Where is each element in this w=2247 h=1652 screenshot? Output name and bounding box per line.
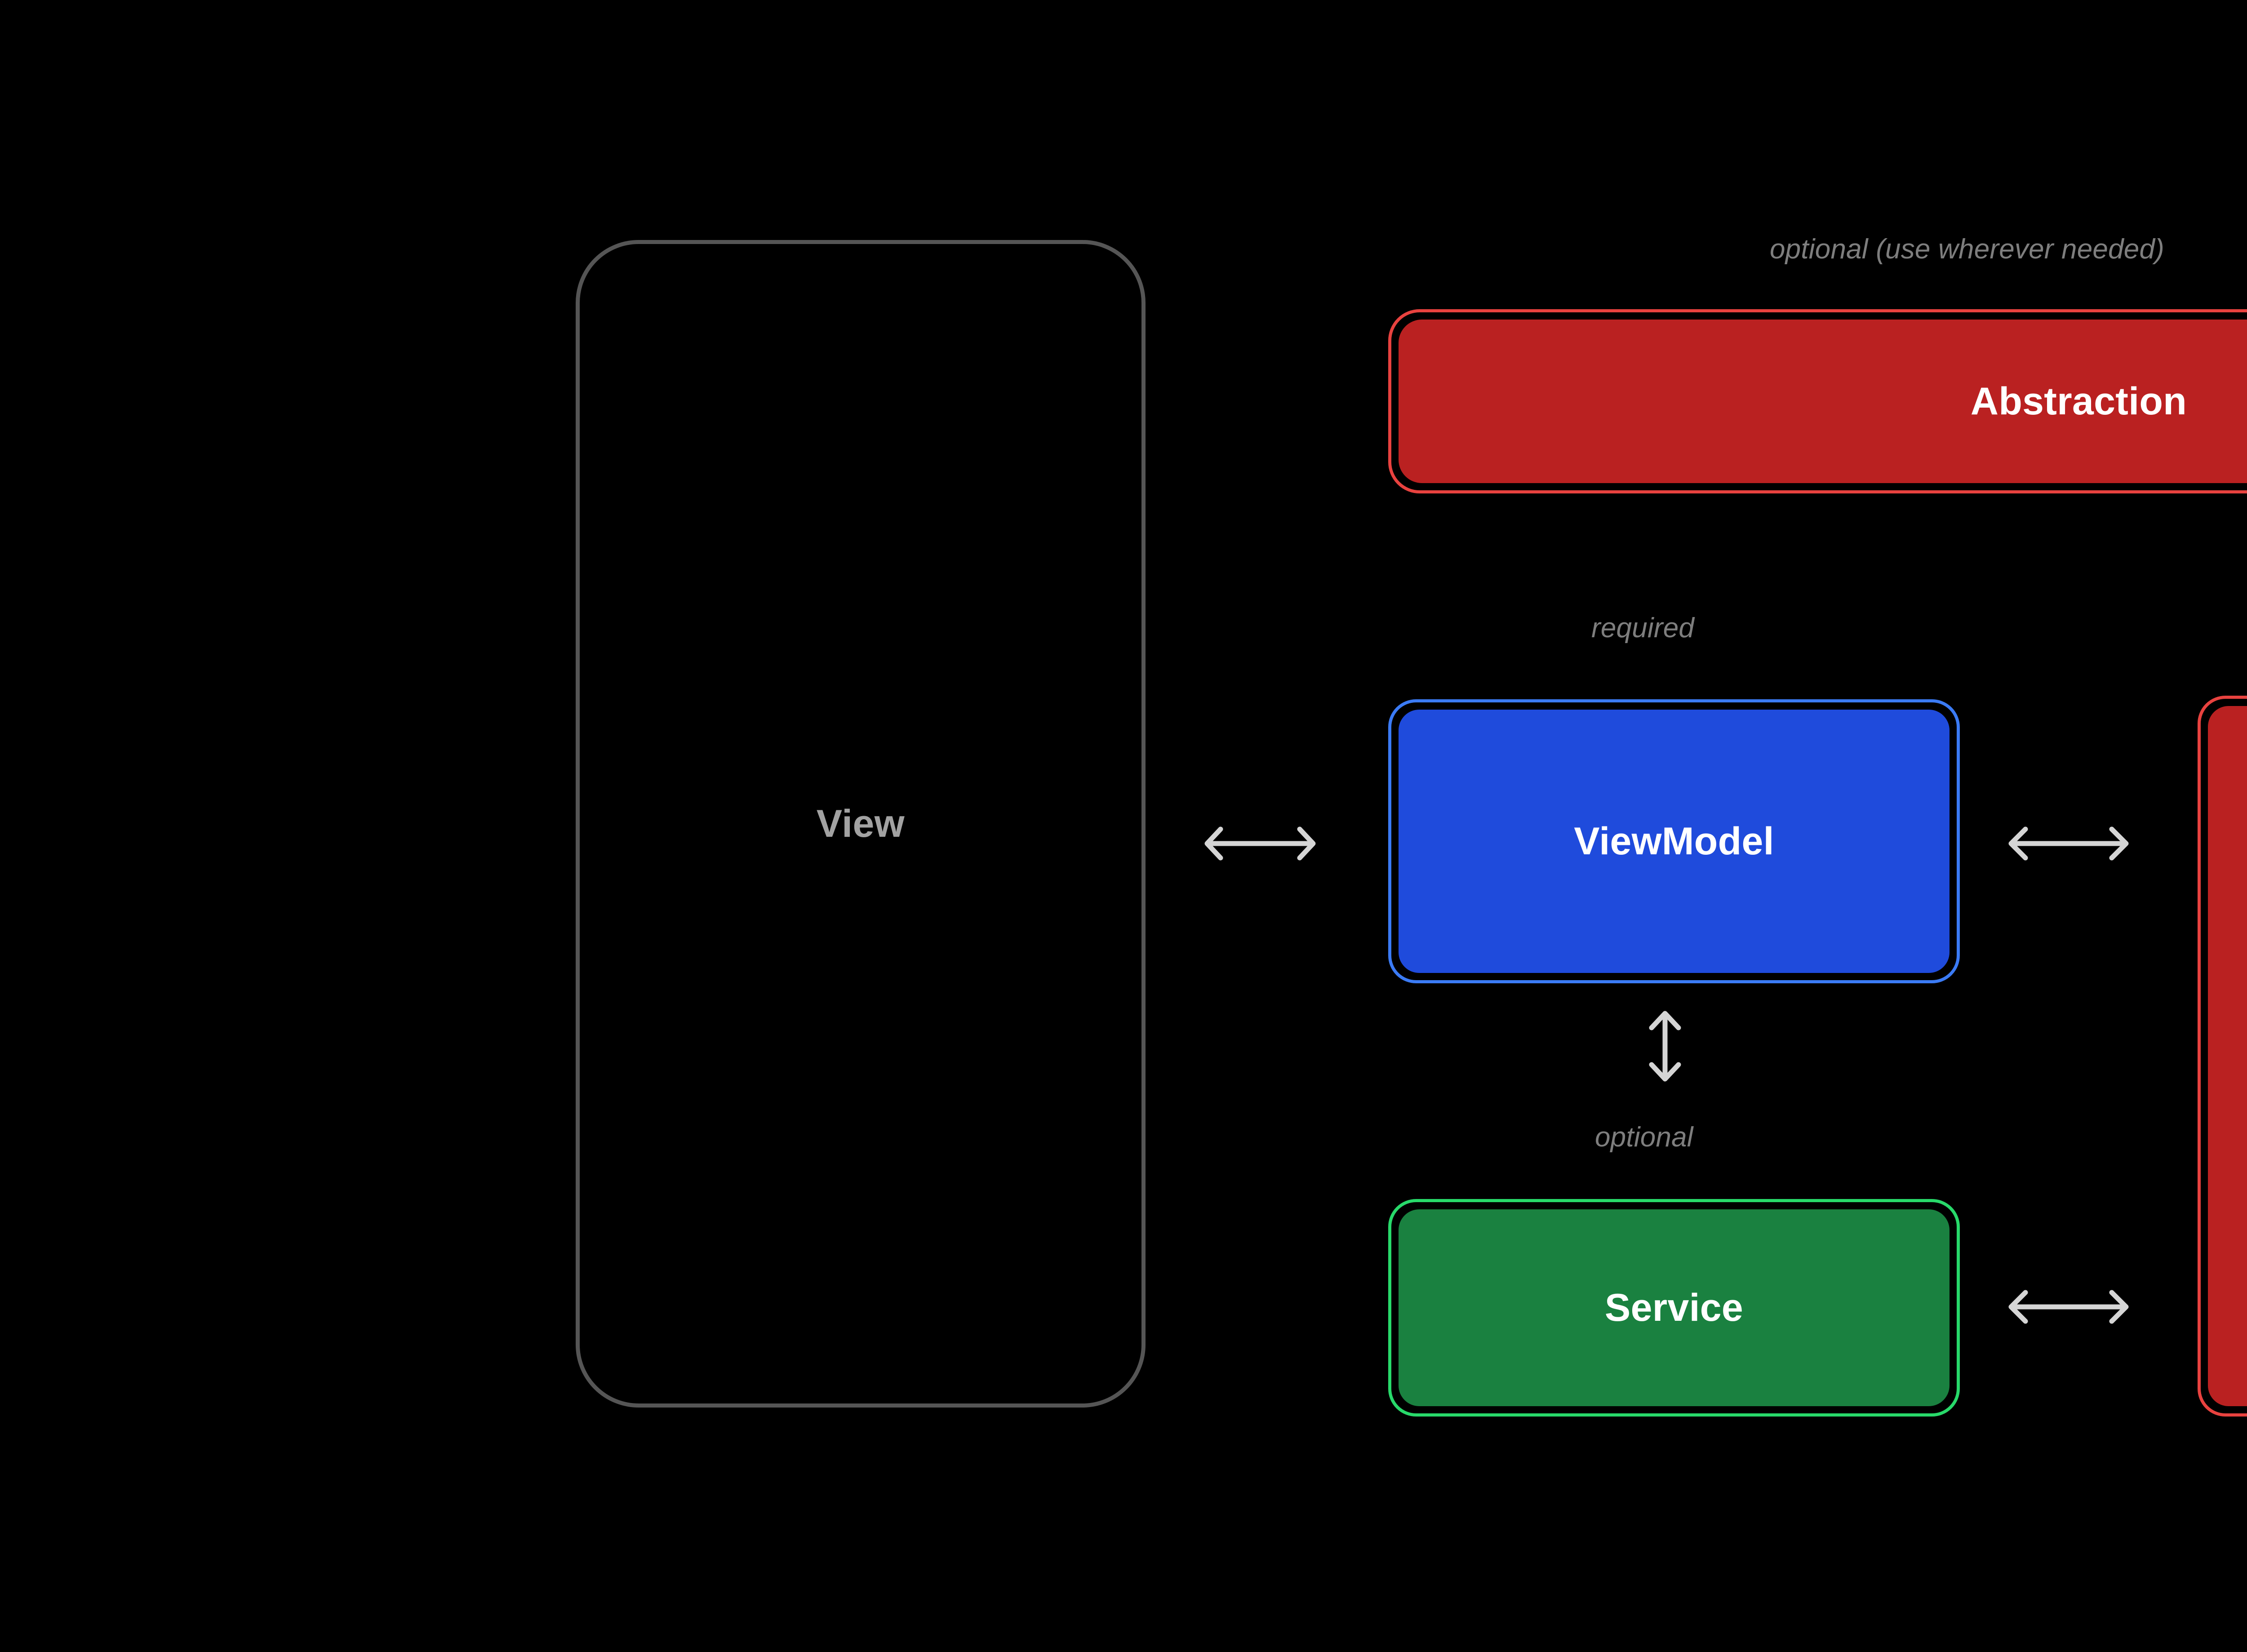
service-label: Service: [1604, 1286, 1744, 1329]
caption-viewmodel-required: required: [1591, 613, 1695, 644]
abstraction-box-fill: Abstraction: [1399, 320, 2247, 483]
viewmodel-box-fill: ViewModel: [1399, 710, 1949, 973]
abstraction-box[interactable]: Abstraction: [1388, 309, 2247, 493]
viewmodel-label: ViewModel: [1574, 819, 1774, 863]
arrow-viewmodel-repository-icon: [2008, 826, 2129, 861]
service-box[interactable]: Service: [1388, 1199, 1960, 1417]
service-box-fill: Service: [1399, 1209, 1949, 1406]
caption-service-optional: optional: [1595, 1122, 1693, 1153]
repository-box[interactable]: Repository: [2198, 696, 2247, 1417]
repository-box-fill: Repository: [2208, 706, 2247, 1406]
view-label: View: [816, 802, 905, 845]
arrow-view-viewmodel-icon: [1204, 826, 1316, 861]
viewmodel-box[interactable]: ViewModel: [1388, 699, 1960, 983]
view-phone-outline[interactable]: View: [576, 240, 1146, 1408]
abstraction-label: Abstraction: [1970, 379, 2187, 423]
arrow-service-repository-icon: [2008, 1290, 2129, 1324]
arrow-viewmodel-service-icon: [1649, 1011, 1681, 1082]
caption-abstraction: optional (use wherever needed): [1770, 234, 2164, 265]
